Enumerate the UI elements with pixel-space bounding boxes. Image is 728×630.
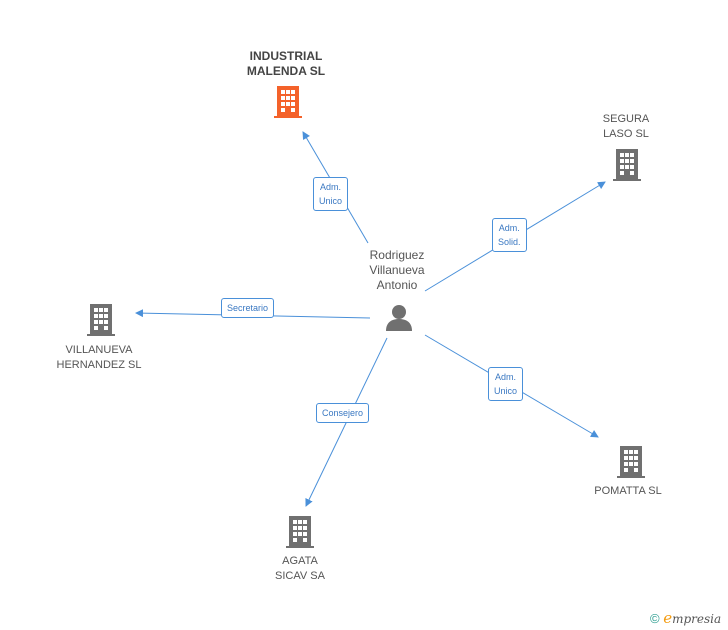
edge-label-segura: Adm. Solid. <box>492 218 527 252</box>
node-label-industrial[interactable]: INDUSTRIAL MALENDA SL <box>246 49 326 78</box>
node-label-agata[interactable]: AGATA SICAV SA <box>275 555 325 582</box>
building-icon-villanueva[interactable] <box>87 304 115 336</box>
edge-label-industrial: Adm. Unico <box>313 177 349 211</box>
node-label-person[interactable]: Rodriguez Villanueva Antonio <box>369 248 425 292</box>
node-label-pomatta[interactable]: POMATTA SL <box>594 485 662 497</box>
edge-label-pomatta: Adm. Unico <box>488 367 524 401</box>
copyright-icon: © <box>650 611 660 626</box>
node-label-villanueva[interactable]: VILLANUEVA HERNANDEZ SL <box>56 344 142 371</box>
node-label-segura[interactable]: SEGURA LASO SL <box>602 113 650 140</box>
footer-brand: © empresia <box>650 609 721 627</box>
building-icon-industrial[interactable] <box>274 86 302 118</box>
edge-label-agata: Consejero <box>316 403 370 423</box>
building-icon-agata[interactable] <box>286 516 314 548</box>
building-icon-pomatta[interactable] <box>617 446 645 478</box>
brand-logo-text: mpresia <box>672 612 722 626</box>
person-icon[interactable] <box>386 305 412 331</box>
building-icon-segura[interactable] <box>613 149 641 181</box>
edge-label-villanueva: Secretario <box>221 298 275 318</box>
brand-logo-e: e <box>663 609 673 627</box>
